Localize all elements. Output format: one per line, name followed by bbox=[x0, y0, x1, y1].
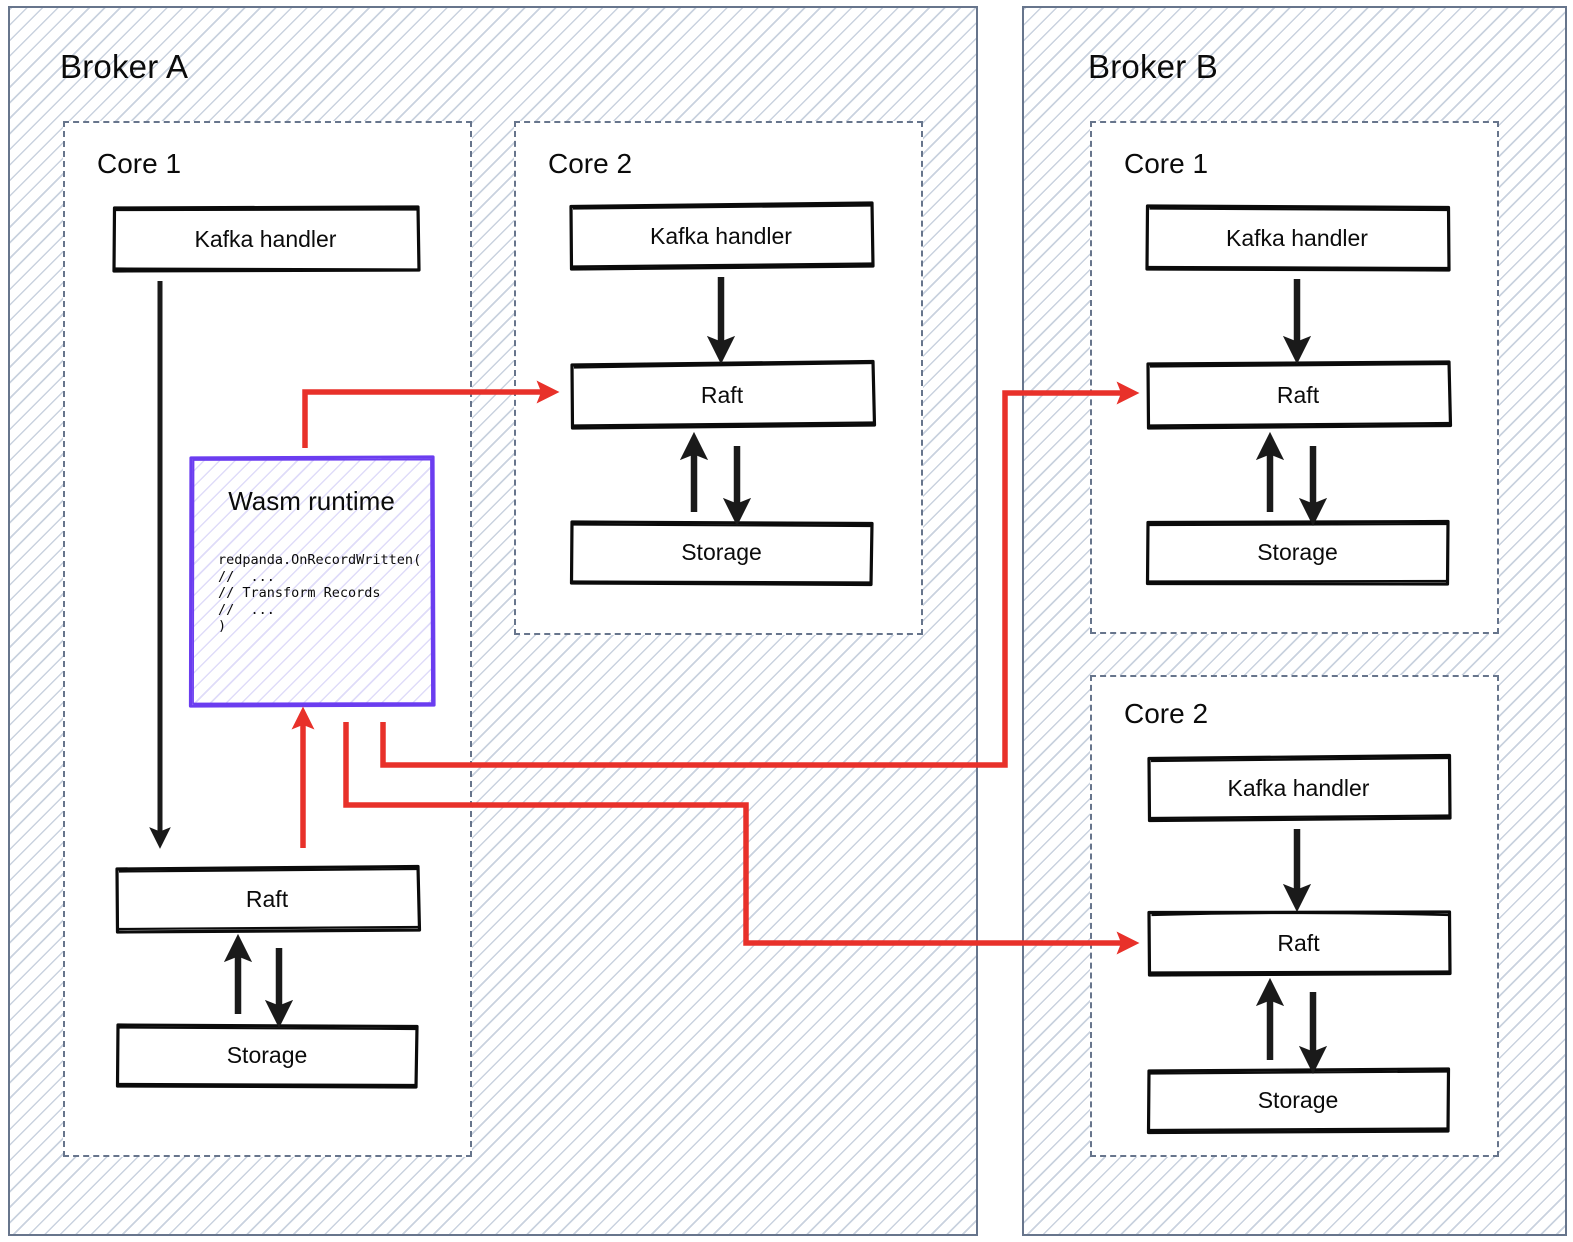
node-a1-raft: Raft bbox=[115, 864, 422, 934]
wasm-runtime-code-line-0: redpanda.OnRecordWritten( bbox=[218, 552, 422, 568]
node-b2-storage-label: Storage bbox=[1257, 1086, 1339, 1113]
broker-b-core-2-title: Core 2 bbox=[1124, 698, 1209, 729]
wasm-runtime-code-line-4: ) bbox=[218, 618, 227, 634]
broker-a-core-1-title: Core 1 bbox=[97, 148, 182, 179]
node-a1-kafka-handler: Kafka handler bbox=[112, 205, 421, 273]
broker-a-title: Broker A bbox=[60, 48, 189, 85]
node-b2-raft: Raft bbox=[1147, 910, 1452, 977]
wasm-runtime-code-line-1: // ... bbox=[218, 568, 275, 585]
node-a2-raft: Raft bbox=[570, 359, 877, 430]
broker-b-core-1-title: Core 1 bbox=[1124, 148, 1209, 179]
broker-b-title: Broker B bbox=[1088, 48, 1218, 85]
node-a1-storage-label: Storage bbox=[226, 1041, 308, 1068]
node-b1-raft: Raft bbox=[1146, 360, 1453, 430]
node-b1-storage: Storage bbox=[1145, 519, 1450, 586]
node-a1-wasm-runtime: Wasm runtime redpanda.OnRecordWritten( /… bbox=[188, 455, 436, 708]
wasm-runtime-code-line-3: // ... bbox=[218, 601, 275, 618]
node-b2-kafka-handler: Kafka handler bbox=[1147, 753, 1452, 823]
node-a1-storage: Storage bbox=[115, 1023, 419, 1089]
node-b1-raft-label: Raft bbox=[1276, 381, 1320, 408]
node-b2-kafka-handler-label: Kafka handler bbox=[1227, 774, 1370, 801]
node-a2-raft-label: Raft bbox=[700, 381, 744, 408]
wasm-runtime-code-line-2: // Transform Records bbox=[218, 585, 381, 601]
node-a2-storage-label: Storage bbox=[681, 538, 762, 565]
node-b2-raft-label: Raft bbox=[1277, 929, 1320, 956]
node-b2-storage: Storage bbox=[1146, 1067, 1451, 1135]
broker-a-core-2-title: Core 2 bbox=[548, 148, 633, 179]
node-b1-kafka-handler: Kafka handler bbox=[1145, 204, 1451, 272]
node-a2-kafka-handler-label: Kafka handler bbox=[650, 222, 792, 249]
node-a2-storage: Storage bbox=[569, 520, 874, 587]
node-a1-raft-label: Raft bbox=[245, 885, 289, 912]
wasm-runtime-title: Wasm runtime bbox=[228, 486, 395, 516]
node-b1-kafka-handler-label: Kafka handler bbox=[1226, 224, 1368, 251]
node-a2-kafka-handler: Kafka handler bbox=[569, 201, 875, 271]
node-a1-kafka-handler-label: Kafka handler bbox=[194, 225, 337, 252]
node-b1-storage-label: Storage bbox=[1257, 538, 1338, 565]
